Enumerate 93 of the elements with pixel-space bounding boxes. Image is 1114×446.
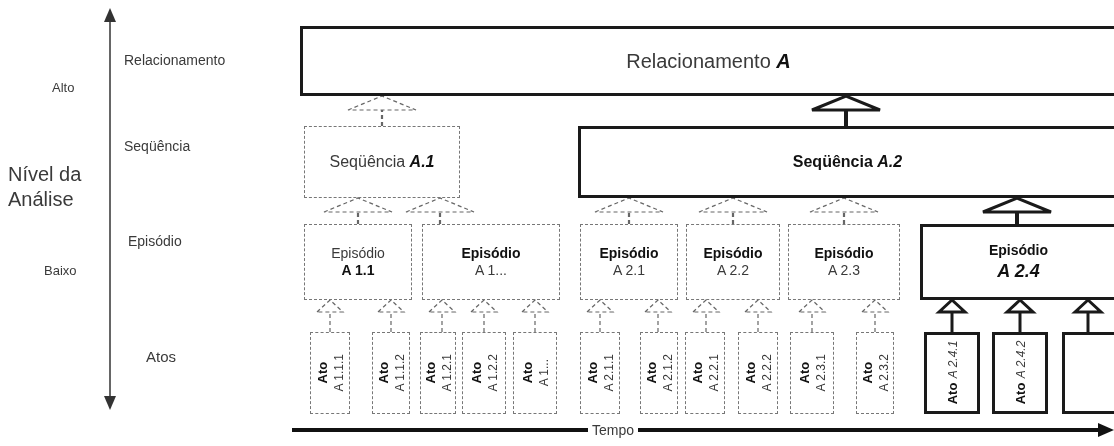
arrow [810, 94, 882, 126]
act-label: A 2.4.1 [946, 341, 958, 379]
act-label: A 2.4.2 [1014, 341, 1026, 379]
arrow [428, 299, 456, 333]
act-label: Ato [797, 362, 811, 384]
act-label: Ato [644, 362, 658, 384]
sequence-box [578, 126, 1114, 198]
arrow [377, 299, 405, 333]
act-box [790, 332, 834, 414]
act-label: A 1.2.2 [486, 354, 499, 392]
box-label: A 2.2 [717, 262, 749, 280]
box-label: Episódio [331, 244, 385, 262]
axis-label: Baixo [44, 263, 77, 280]
act-label: A 2.1.2 [661, 354, 674, 392]
axis-label: Relacionamento [124, 52, 226, 70]
act-box [513, 332, 557, 414]
arrow [470, 299, 498, 333]
sequence-box [304, 126, 460, 198]
act-label: Ato [376, 362, 390, 384]
relationship-box [300, 26, 1114, 96]
axis-label: Episódio [128, 233, 182, 251]
episode-box [788, 224, 900, 300]
act-label: A 2.2.1 [707, 354, 720, 392]
box-label: Relacionamento A [626, 48, 791, 74]
act-label: Ato [585, 362, 599, 384]
arrow [521, 299, 549, 333]
act-label: Ato [743, 362, 757, 384]
act-box [580, 332, 620, 414]
arrow [798, 299, 826, 333]
box-label: Episódio [703, 244, 763, 262]
episode-box [580, 224, 678, 300]
arrow [692, 299, 720, 333]
box-label: A 2.4 [997, 259, 1040, 282]
episode-box [422, 224, 560, 300]
act-label: Ato [423, 362, 437, 384]
act-box [640, 332, 678, 414]
box-label: A 2.1 [613, 262, 645, 280]
axis-label: Atos [146, 348, 176, 367]
act-label: A 2.1.1 [602, 354, 615, 392]
act-label: A 1... [537, 359, 550, 387]
act-label: A 1.1.1 [332, 354, 345, 392]
arrow [586, 299, 614, 333]
act-box [420, 332, 456, 414]
box-label: Episódio [814, 244, 874, 262]
arrow [698, 197, 768, 224]
act-label: Ato [860, 362, 874, 384]
axis-label: Seqüência [124, 138, 191, 156]
act-box [992, 332, 1048, 414]
box-label: Episódio [988, 242, 1049, 260]
act-label: A 1.2.1 [440, 354, 453, 392]
act-box [856, 332, 894, 414]
episode-box [304, 224, 412, 300]
box-label: Episódio [461, 244, 521, 262]
act-box [310, 332, 350, 414]
arrow [644, 299, 672, 333]
act-label: Ato [315, 362, 329, 384]
arrow [744, 299, 772, 333]
act-label: A 2.2.2 [760, 354, 773, 392]
act-label: Ato [1013, 382, 1027, 405]
arrow [1005, 298, 1035, 332]
box-label: Episódio [599, 244, 659, 262]
act-box [372, 332, 410, 414]
box-label: A 1... [475, 262, 507, 280]
box-label: Seqüência A.1 [329, 152, 435, 172]
arrow [937, 298, 967, 332]
arrow [323, 197, 393, 224]
arrow [981, 196, 1053, 224]
arrow [316, 299, 344, 333]
axis-label: Alto [52, 80, 75, 97]
act-box [924, 332, 980, 414]
act-box [685, 332, 725, 414]
act-label: Ato [520, 362, 534, 384]
box-label: A 1.1 [341, 262, 375, 280]
axis-label: Nível da Análise [8, 162, 83, 212]
episode-box [686, 224, 780, 300]
arrow [594, 197, 664, 224]
episode-box [920, 224, 1114, 300]
arrow [861, 299, 889, 333]
arrow [405, 197, 475, 224]
act-label: A 2.3.2 [877, 354, 890, 392]
act-label: A 2.3.1 [814, 354, 827, 392]
arrow [347, 95, 417, 126]
act-box [738, 332, 778, 414]
act-label: Ato [945, 382, 959, 405]
act-label: Ato [469, 362, 483, 384]
box-label: Seqüência A.2 [792, 152, 903, 172]
act-label: Ato [690, 362, 704, 384]
box-label: A 2.3 [828, 262, 860, 280]
arrow [1073, 298, 1103, 332]
act-box [462, 332, 506, 414]
act-box [1062, 332, 1114, 414]
arrow [809, 197, 879, 224]
act-label: A 1.1.2 [393, 354, 406, 392]
